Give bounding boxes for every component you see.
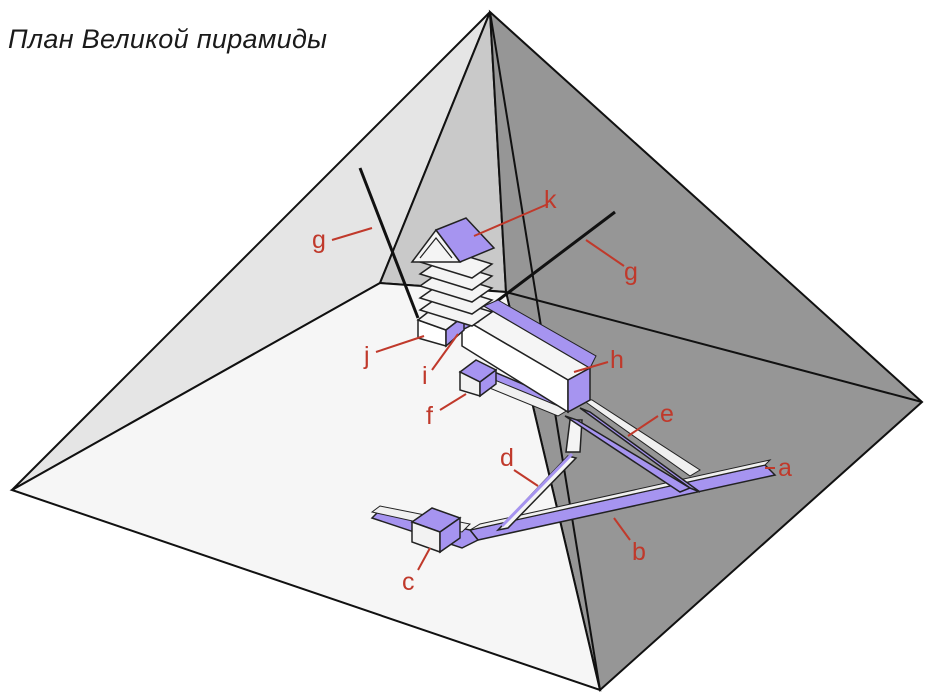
lower-branch-passage (579, 407, 701, 493)
leader-f (439, 393, 467, 411)
leader-i (431, 333, 459, 371)
label-f: f (426, 402, 433, 430)
label-b: b (632, 538, 646, 566)
subterranean-chamber-side (439, 516, 461, 554)
gable-roof-slope (434, 217, 496, 263)
leader-b (613, 517, 631, 541)
diagram-title: План Великой пирамиды (8, 24, 328, 54)
label-c: c (402, 568, 415, 596)
leader-d (513, 469, 539, 487)
label-k: k (544, 186, 557, 214)
label-g-left: g (312, 226, 326, 254)
label-e: e (660, 400, 674, 428)
label-a: a (778, 454, 792, 482)
leader-k (473, 203, 549, 237)
leader-e (627, 415, 659, 437)
well-shaft-upper (565, 419, 583, 453)
air-shaft-north (358, 167, 420, 319)
leader-h (573, 361, 609, 373)
label-d: d (500, 444, 514, 472)
gable-roof-ridge (419, 237, 453, 259)
label-j: j (363, 342, 370, 370)
leader-c (417, 547, 431, 571)
label-i: i (422, 362, 428, 390)
descending-passage-top (469, 459, 772, 531)
queens-chamber-side (479, 368, 497, 398)
ascending-passage (564, 415, 692, 493)
leader-g1 (331, 227, 373, 241)
leader-g2 (585, 239, 625, 267)
leader-lines (331, 203, 775, 571)
well-shaft-line (500, 452, 574, 528)
grand-gallery-end (567, 366, 591, 414)
label-h: h (610, 346, 624, 374)
leader-j (375, 335, 425, 353)
grand-gallery-floor-strip (482, 299, 597, 369)
pyramid-diagonal-edge (505, 291, 923, 403)
label-g-right: g (624, 258, 638, 286)
